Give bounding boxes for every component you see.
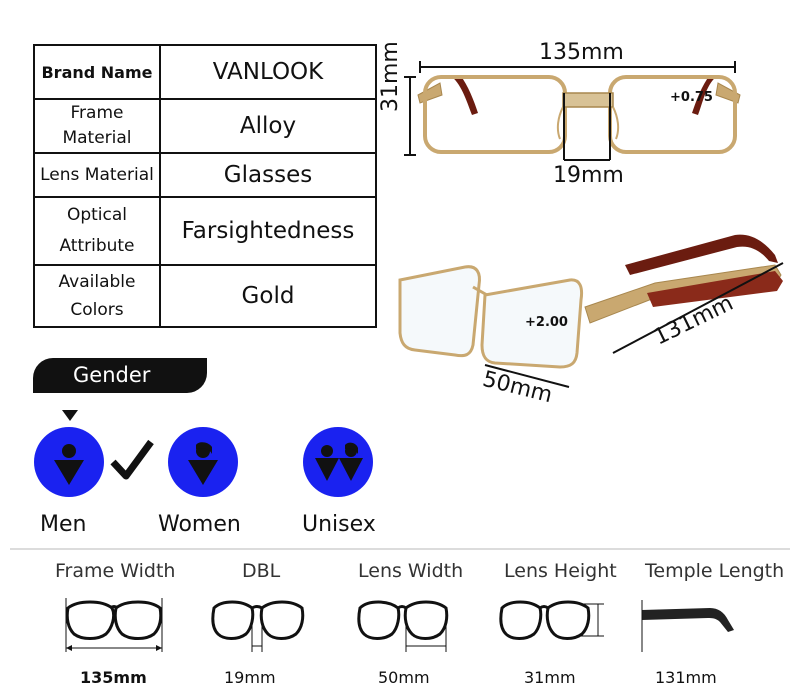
spec-row-frame-material: Frame Material Alloy	[33, 98, 377, 154]
dim-value-lens-height: 31mm	[524, 668, 576, 687]
side-view-glasses	[398, 234, 784, 388]
spec-value: VANLOOK	[159, 44, 377, 100]
spec-row-optical-attribute: Optical Attribute Farsightedness	[33, 196, 377, 266]
spec-row-available-colors: Available Colors Gold	[33, 264, 377, 328]
spec-table: Brand Name VANLOOK Frame Material Alloy …	[33, 44, 377, 328]
dim-value-dbl: 19mm	[224, 668, 276, 687]
front-bridge-label: 19mm	[553, 163, 624, 188]
gender-option-men[interactable]: Men	[40, 512, 87, 537]
selected-marker-icon	[62, 410, 78, 421]
spec-value: Alloy	[159, 98, 377, 154]
front-width-label: 135mm	[539, 40, 624, 65]
dim-label-frame-width: Frame Width	[55, 560, 176, 582]
gender-option-women[interactable]: Women	[158, 512, 241, 537]
dbl-icon	[211, 600, 305, 652]
spec-key-text: Optical Attribute	[59, 205, 135, 256]
spec-key: Lens Material	[33, 152, 161, 198]
right-lens	[608, 75, 737, 154]
dim-value-temple-length: 131mm	[655, 668, 717, 687]
spec-key: Frame Material	[33, 98, 161, 154]
spec-key: Available Colors	[33, 264, 161, 328]
gender-tab: Gender	[33, 358, 207, 393]
spec-key-text: Frame Material	[62, 103, 132, 148]
men-icon[interactable]	[34, 427, 104, 497]
dim-label-lens-height: Lens Height	[504, 560, 617, 582]
spec-row-brand: Brand Name VANLOOK	[33, 44, 377, 100]
section-divider	[10, 548, 790, 550]
lens-height-icon	[499, 600, 604, 640]
lens-width-icon	[357, 600, 449, 652]
spec-key: Brand Name	[33, 44, 161, 100]
frame-width-icon	[65, 598, 163, 652]
side-right-lens	[480, 278, 584, 369]
unisex-icon[interactable]	[303, 427, 373, 497]
spec-key-text: Available Colors	[58, 272, 136, 320]
dim-label-dbl: DBL	[242, 560, 281, 582]
bridge	[562, 92, 614, 108]
spec-value: Farsightedness	[159, 196, 377, 266]
dim-label-lens-width: Lens Width	[358, 560, 464, 582]
spec-row-lens-material: Lens Material Glasses	[33, 152, 377, 198]
temple-length-dimension-line	[612, 262, 784, 354]
left-lens	[423, 75, 567, 154]
gender-title: Gender	[73, 363, 151, 387]
side-power-label: +2.00	[525, 315, 568, 330]
gender-option-unisex[interactable]: Unisex	[302, 512, 376, 537]
dim-label-temple-length: Temple Length	[645, 560, 785, 582]
spec-key: Optical Attribute	[33, 196, 161, 266]
front-power-label: +0.75	[670, 90, 713, 105]
front-view-glasses	[404, 61, 741, 161]
temple-length-icon	[641, 600, 734, 652]
lens-width-dimension-line	[484, 364, 570, 388]
spec-value: Gold	[159, 264, 377, 328]
checkmark-icon	[110, 439, 154, 480]
dim-value-lens-width: 50mm	[378, 668, 430, 687]
women-icon[interactable]	[168, 427, 238, 497]
spec-value: Glasses	[159, 152, 377, 198]
dim-value-frame-width: 135mm	[80, 668, 147, 687]
side-left-lens	[398, 265, 481, 358]
